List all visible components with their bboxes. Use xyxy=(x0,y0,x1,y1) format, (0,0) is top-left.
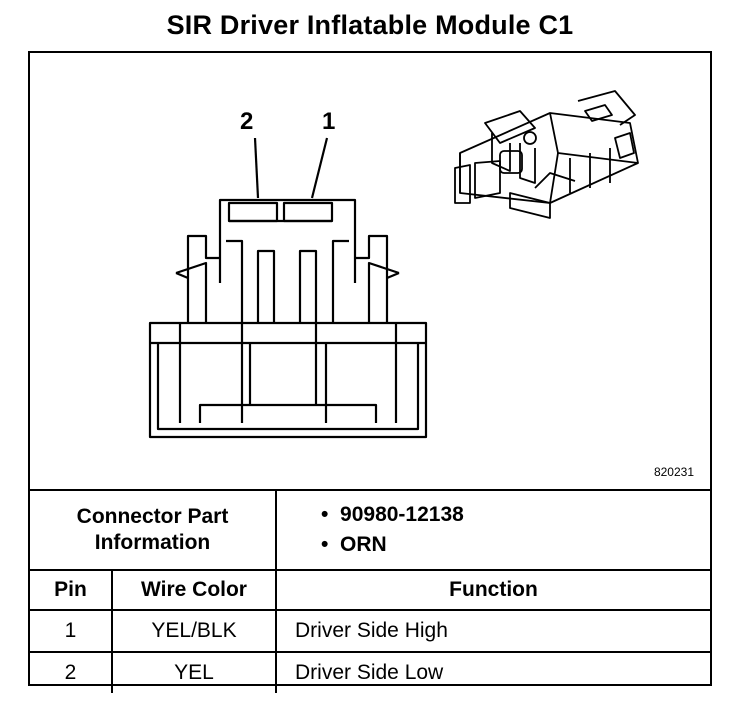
pin-header: Pin xyxy=(30,569,113,611)
pin-cell: 2 xyxy=(30,651,113,693)
connector-info-values: • 90980-12138 • ORN xyxy=(275,489,710,571)
pin-1-label: 1 xyxy=(322,108,335,135)
table-row: 2 YEL Driver Side Low xyxy=(30,651,710,693)
pin-1-leader xyxy=(310,137,329,199)
connector-face-view xyxy=(148,198,428,439)
connector-3d-view xyxy=(454,90,639,219)
part-number-item: • 90980-12138 xyxy=(321,503,464,526)
function-cell: Driver Side High xyxy=(275,609,710,653)
image-id: 820231 xyxy=(653,465,694,479)
pin-2-leader xyxy=(253,137,260,199)
table-header-row: Pin Wire Color Function xyxy=(30,569,710,611)
wire-color-header: Wire Color xyxy=(111,569,277,611)
connector-table: Connector Part Information • 90980-12138… xyxy=(30,489,710,693)
connector-panel: 2 1 820231 Connector Part Information • … xyxy=(28,51,712,693)
pin-cell: 1 xyxy=(30,609,113,653)
page-title: SIR Driver Inflatable Module C1 xyxy=(166,10,574,40)
connector-info-row: Connector Part Information • 90980-12138… xyxy=(30,489,710,571)
connector-info-label: Connector Part Information xyxy=(30,489,277,571)
connector-diagram: 2 1 xyxy=(148,90,639,439)
function-cell: Driver Side Low xyxy=(275,651,710,693)
wire-color-cell: YEL/BLK xyxy=(111,609,277,653)
function-header: Function xyxy=(275,569,710,611)
pin-2-label: 2 xyxy=(240,108,253,135)
table-row: 1 YEL/BLK Driver Side High xyxy=(30,609,710,653)
color-item: • ORN xyxy=(321,533,387,556)
wire-color-cell: YEL xyxy=(111,651,277,693)
